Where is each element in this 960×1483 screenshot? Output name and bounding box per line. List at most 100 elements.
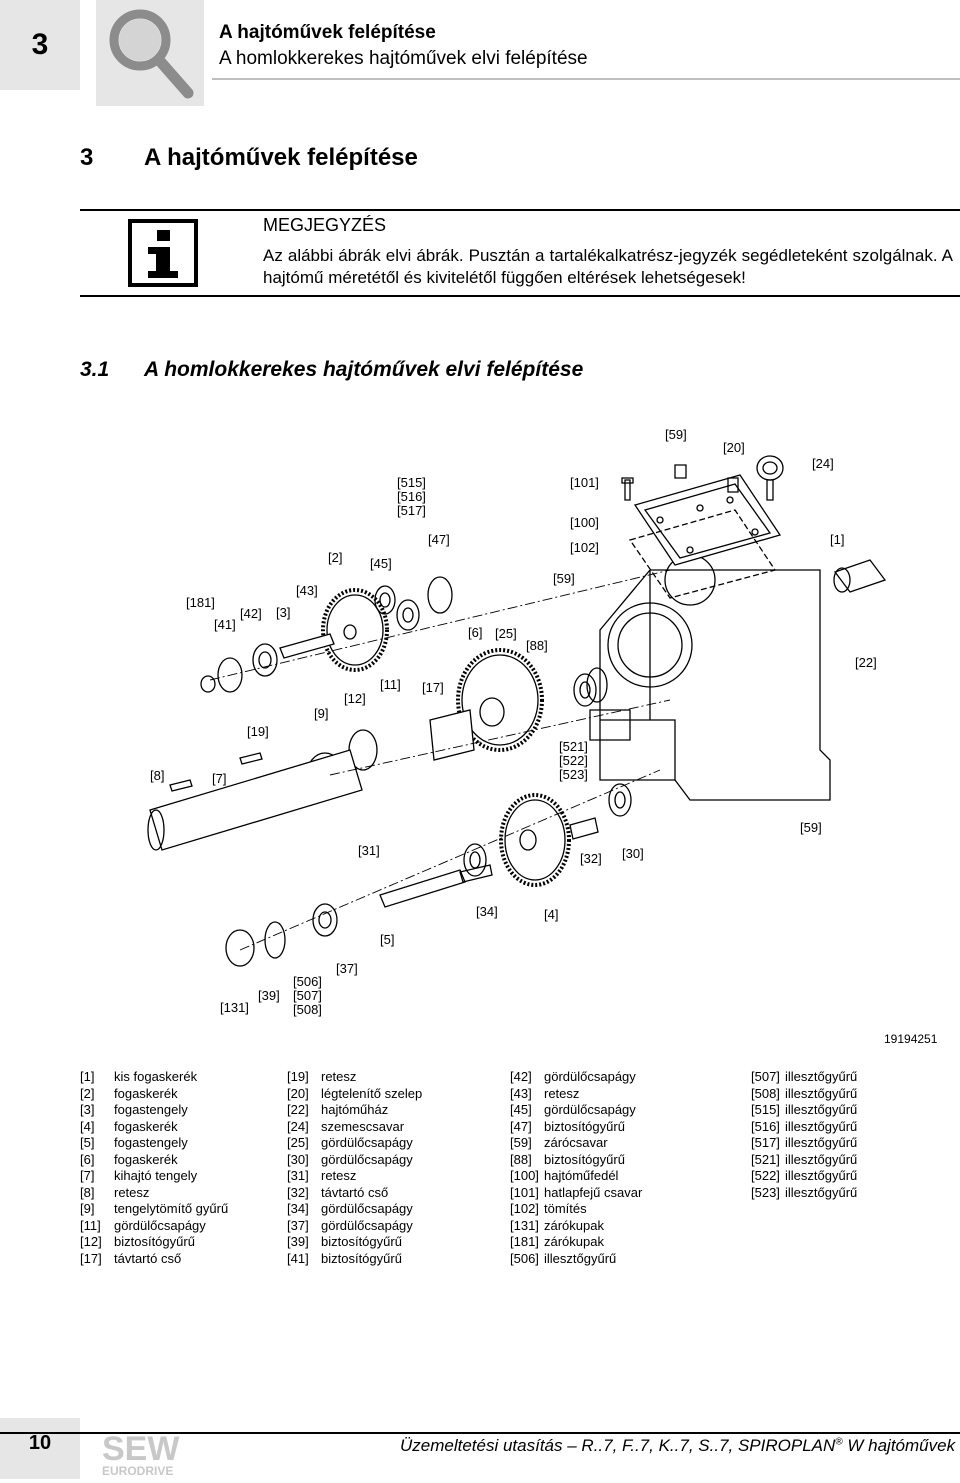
svg-text:EURODRIVE: EURODRIVE [102,1464,173,1478]
legend-item: [131] zárókupak [510,1218,730,1235]
legend-key: [39] [287,1234,309,1249]
legend-key: [11] [80,1217,101,1233]
legend-item: [39]biztosítógyűrű [287,1234,497,1251]
header-rule [212,78,960,80]
legend-item: [521]illesztőgyűrű [751,1152,951,1169]
legend-key: [181] [510,1234,539,1249]
legend-label: tömítés [544,1201,587,1216]
info-icon [128,219,198,287]
legend-item: [6] fogaskerék [80,1152,280,1169]
legend-key: [515] [751,1102,780,1117]
legend-item: [101]hatlapfejű csavar [510,1185,730,1202]
legend-item: [22]hajtóműház [287,1102,497,1119]
legend-label: fogaskerék [114,1151,178,1167]
legend-label: kis fogaskerék [114,1069,198,1084]
legend-label: illesztőgyűrű [785,1102,858,1117]
legend-label: fogaskerék [114,1085,178,1101]
section-number: 3 [80,144,94,171]
legend-key: [45] [510,1102,532,1117]
legend-item: [47]biztosítógyűrű [510,1119,730,1136]
legend-key: [88] [510,1151,532,1167]
callout-9: [9] [314,706,329,721]
legend-key: [6] [80,1151,95,1167]
section-title: A hajtóművek felépítése [144,144,418,171]
legend-key: [30] [287,1151,309,1167]
callout-5: [5] [380,932,395,947]
callout-39: [39] [258,988,280,1003]
note-heading: MEGJEGYZÉS [263,215,387,235]
legend-item: [11] gördülőcsapágy [80,1218,280,1235]
legend-key: [2] [80,1085,95,1101]
legend-label: illesztőgyűrű [785,1135,858,1150]
legend-item: [45]gördülőcsapágy [510,1102,730,1119]
legend-key: [521] [751,1151,780,1167]
chapter-tab [0,0,80,90]
page-tab [0,1418,80,1479]
figure-id: 19194251 [884,1032,938,1046]
legend-key: [12] [80,1234,102,1249]
callout-19: [19] [247,724,269,739]
legend-item: [20]légtelenítő szelep [287,1086,497,1103]
callout-12: [12] [344,691,366,706]
footer-rule [0,1432,960,1434]
subsection-title: A homlokkerekes hajtóművek elvi felépíté… [144,358,584,381]
legend-label: zárócsavar [544,1135,608,1150]
callout-515-517: [515] [516] [517] [397,475,426,518]
callout-43: [43] [296,583,318,598]
registered-mark: ® [835,1436,843,1448]
legend-key: [34] [287,1201,309,1216]
legend-key: [8] [80,1184,95,1200]
legend-column-4: [507]illesztőgyűrű[508]illesztőgyűrű[515… [751,1069,951,1201]
legend-label: retesz [544,1085,580,1101]
footer-text: Üzemeltetési utasítás – R..7, F..7, K..7… [400,1436,955,1456]
callout-4: [4] [544,907,559,922]
header-title: A hajtóművek felépítése [219,22,436,43]
legend-item: [19]retesz [287,1069,497,1086]
legend-item: [42]gördülőcsapágy [510,1069,730,1086]
legend-item: [34] gördülőcsapágy [287,1201,497,1218]
callout-59-bottom: [59] [800,820,822,835]
subsection-number: 3.1 [80,358,110,381]
legend-label: gördülőcsapágy [114,1217,206,1233]
svg-text:SEW: SEW [102,1430,180,1468]
legend-item: [5]fogastengely [80,1135,280,1152]
legend-column-3: [42]gördülőcsapágy[43]retesz[45]gördülőc… [510,1069,730,1267]
legend-key: [9] [80,1201,95,1216]
callout-24: [24] [812,456,834,471]
legend-label: hajtóműfedél [544,1168,619,1183]
legend-item: [3]fogastengely [80,1102,280,1119]
legend-label: illesztőgyűrű [785,1118,858,1134]
legend-key: [523] [751,1184,780,1200]
legend-label: illesztőgyűrű [785,1069,858,1084]
callout-131: [131] [220,1000,249,1015]
legend-label: fogastengely [114,1102,188,1117]
legend-item: [181]zárókupak [510,1234,730,1251]
legend-label: zárókupak [544,1217,604,1233]
legend-item: [30] gördülőcsapágy [287,1152,497,1169]
legend-key: [4] [80,1118,95,1134]
legend-column-1: [1]kis fogaskerék[2]fogaskerék[3]fogaste… [80,1069,280,1267]
callout-30: [30] [622,846,644,861]
callout-1: [1] [830,532,845,547]
legend-item: [100]hajtóműfedél [510,1168,730,1185]
note-body: Az alábbi ábrák elvi ábrák. Pusztán a ta… [263,246,953,287]
legend-key: [19] [287,1069,309,1084]
legend-key: [20] [287,1085,309,1101]
legend-key: [131] [510,1217,539,1233]
legend-key: [32] [287,1184,309,1200]
legend-item: [4]fogaskerék [80,1119,280,1136]
callout-59-top: [59] [665,427,687,442]
page-number: 10 [28,1432,52,1454]
legend-key: [59] [510,1135,532,1150]
callout-88: [88] [526,638,548,653]
callout-47: [47] [428,532,450,547]
legend-label: illesztőgyűrű [785,1184,858,1200]
legend-label: retesz [114,1184,150,1200]
header-subtitle: A homlokkerekes hajtóművek elvi felépíté… [219,48,588,69]
legend-item: [31]retesz [287,1168,497,1185]
legend-key: [25] [287,1135,309,1150]
legend-label: gördülőcsapágy [321,1201,413,1216]
legend-label: gördülőcsapágy [321,1151,413,1167]
legend-label: illesztőgyűrű [785,1168,858,1183]
legend-key: [517] [751,1135,780,1150]
